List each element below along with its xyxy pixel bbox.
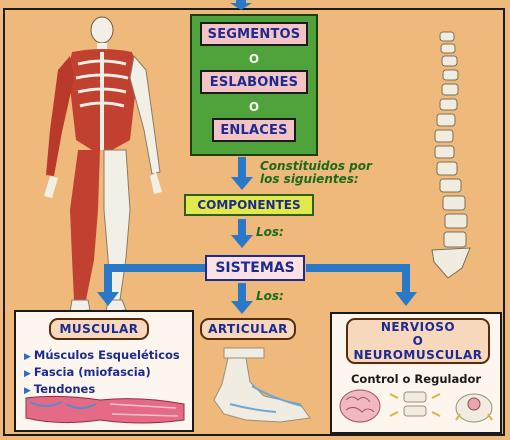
los-note-1: Los: xyxy=(256,226,284,239)
list-item: ▶Tendones xyxy=(24,382,180,399)
spine-icon xyxy=(432,32,470,278)
componentes-box: COMPONENTES xyxy=(184,194,314,216)
bullet-arrow-icon: ▶ xyxy=(24,369,31,379)
list-item: ▶Músculos Esqueléticos xyxy=(24,348,180,365)
muscular-list: ▶Músculos Esqueléticos ▶Fascia (miofasci… xyxy=(24,348,180,399)
nervioso-title-line-2: O xyxy=(413,334,424,348)
nervioso-title-line-3: NEUROMUSCULAR xyxy=(354,348,483,362)
bullet-arrow-icon: ▶ xyxy=(24,352,31,362)
segmentos-box: SEGMENTOS xyxy=(200,22,308,46)
enlaces-box: ENLACES xyxy=(212,118,296,142)
los-note-2: Los: xyxy=(256,290,284,303)
o-connector-1: O xyxy=(244,52,264,66)
top-arrow-icon xyxy=(230,0,252,10)
nervioso-subtitle: Control o Regulador xyxy=(346,372,486,386)
constituidos-line-2: los siguientes: xyxy=(260,173,372,186)
articular-title: ARTICULAR xyxy=(200,318,296,340)
bullet-arrow-icon: ▶ xyxy=(24,386,31,396)
o-connector-2: O xyxy=(244,100,264,114)
eslabones-box: ESLABONES xyxy=(200,70,308,94)
list-item: ▶Fascia (miofascia) xyxy=(24,365,180,382)
muscular-title: MUSCULAR xyxy=(49,318,149,340)
sistemas-box: SISTEMAS xyxy=(205,255,305,281)
nervioso-title-line-1: NERVIOSO xyxy=(381,320,455,334)
constituidos-note: Constituidos por los siguientes: xyxy=(260,160,372,186)
nervioso-title: NERVIOSO O NEUROMUSCULAR xyxy=(346,318,490,364)
